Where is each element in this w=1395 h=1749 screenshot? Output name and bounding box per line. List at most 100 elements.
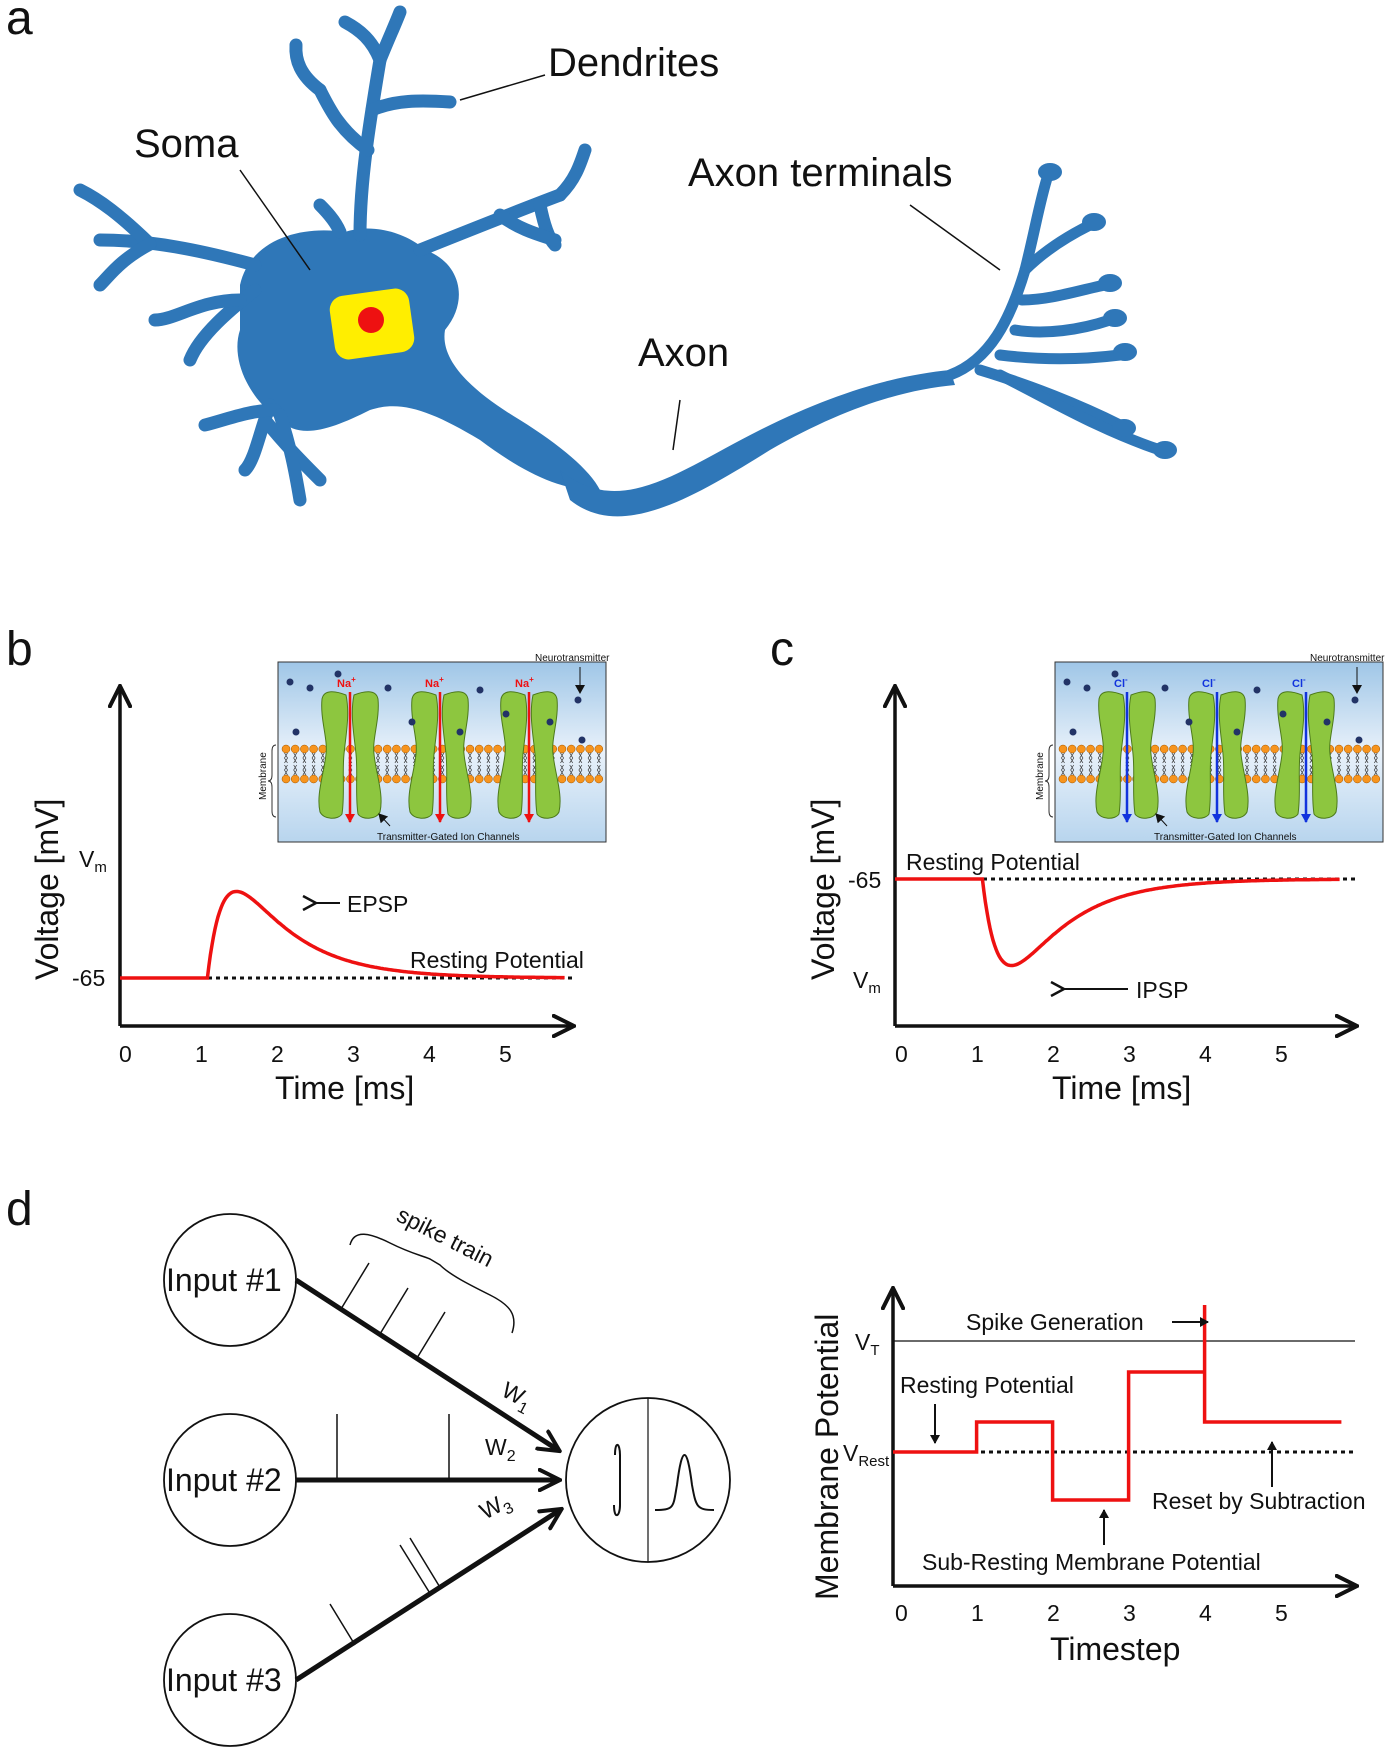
lipid-tail bbox=[1171, 752, 1176, 776]
d-resting-label: Resting Potential bbox=[900, 1372, 1074, 1398]
neurotransmitter-label: Neurotransmitter bbox=[1310, 653, 1385, 664]
neurotransmitter-dots bbox=[286, 670, 586, 744]
lipid-tail bbox=[596, 752, 601, 776]
lipid-head bbox=[566, 744, 576, 754]
spike-train-brace bbox=[349, 1233, 515, 1334]
input-2-label: Input #2 bbox=[166, 1462, 282, 1498]
neurotransmitter-dot bbox=[1233, 728, 1241, 736]
neurotransmitter-dot bbox=[1351, 696, 1359, 704]
spike-marks bbox=[329, 1262, 450, 1646]
axon-terminal-bulbs bbox=[1038, 163, 1177, 459]
lipid-tail bbox=[578, 752, 583, 776]
x-tick-label: 3 bbox=[347, 1041, 360, 1067]
lipid-head bbox=[382, 774, 392, 784]
d-ylabel: Membrane Potential bbox=[809, 1314, 845, 1600]
lipid-tail bbox=[376, 752, 380, 776]
panel-label-d: d bbox=[6, 1183, 33, 1236]
neurotransmitter-dot bbox=[292, 728, 300, 736]
lipid-tail bbox=[1254, 752, 1259, 776]
x-tick-label: 1 bbox=[971, 1600, 984, 1626]
d-sub-resting-label: Sub-Resting Membrane Potential bbox=[922, 1549, 1261, 1575]
lipid-head bbox=[1270, 744, 1279, 754]
c-y-vm: Vm bbox=[853, 967, 881, 997]
neurotransmitter-dot bbox=[1185, 718, 1193, 726]
membrane-label: Membrane bbox=[1035, 752, 1046, 800]
label-dendrites: Dendrites bbox=[548, 41, 719, 85]
lipid-head bbox=[1058, 774, 1068, 784]
neurotransmitter-dot bbox=[286, 678, 294, 686]
neurotransmitter-dot bbox=[1161, 684, 1169, 692]
lipid-tail bbox=[1153, 752, 1157, 776]
neurotransmitter-dot bbox=[1253, 686, 1261, 694]
output-neuron bbox=[565, 1397, 731, 1563]
cl-label-1: Cl- bbox=[1114, 675, 1128, 690]
neurotransmitter-dot bbox=[546, 718, 554, 726]
lipid-head bbox=[401, 744, 410, 754]
lipid-tail bbox=[1245, 752, 1249, 776]
neurotransmitter-dot bbox=[574, 696, 582, 704]
axon-terminal-branches bbox=[944, 169, 1166, 456]
c-xlabel: Time [ms] bbox=[1052, 1070, 1191, 1106]
d-reset-label: Reset by Subtraction bbox=[1152, 1488, 1366, 1514]
neurotransmitter-dot bbox=[334, 670, 342, 678]
lipid-tail bbox=[1162, 752, 1167, 776]
panel-label-a: a bbox=[6, 0, 33, 45]
lipid-head bbox=[309, 744, 318, 754]
lipid-tail bbox=[1355, 752, 1360, 776]
lipid-head bbox=[493, 744, 502, 754]
x-tick-label: 0 bbox=[119, 1041, 132, 1067]
lipid-head bbox=[585, 774, 594, 784]
lipid-head bbox=[1159, 774, 1169, 784]
lipid-head bbox=[1334, 774, 1344, 784]
x-tick-label: 2 bbox=[271, 1041, 284, 1067]
lipid-head bbox=[1159, 744, 1169, 754]
b-xlabel: Time [ms] bbox=[275, 1070, 414, 1106]
neurotransmitter-dot bbox=[306, 684, 314, 692]
c-ipsp-trace bbox=[895, 877, 1340, 968]
lipid-head bbox=[1362, 744, 1371, 754]
lipid-tail bbox=[1337, 752, 1341, 776]
lipid-head bbox=[290, 744, 300, 754]
axon-terminals-leader bbox=[909, 204, 1001, 271]
lipid-head bbox=[1150, 744, 1160, 754]
dendrites-strokes bbox=[73, 5, 592, 507]
c-ipsp-label: IPSP bbox=[1136, 977, 1188, 1003]
ion-channel-1 bbox=[1095, 691, 1159, 819]
neurotransmitter-dot bbox=[384, 684, 392, 692]
connection-3 bbox=[294, 1510, 560, 1683]
lipid-tail bbox=[394, 752, 399, 776]
x-tick-label: 0 bbox=[895, 1600, 908, 1626]
spike-train-label: spike train bbox=[393, 1201, 498, 1272]
membrane-brace bbox=[267, 744, 277, 818]
lipid-head bbox=[1077, 744, 1086, 754]
lipid-head bbox=[557, 744, 567, 754]
x-tick-label: 4 bbox=[1199, 1041, 1212, 1067]
b-ylabel: Voltage [mV] bbox=[29, 799, 65, 980]
lipid-head bbox=[392, 774, 401, 784]
lipid-head bbox=[1251, 744, 1261, 754]
neurotransmitter-dot bbox=[502, 710, 510, 718]
na-ion-labels: Na+ Na+ Na+ bbox=[337, 675, 534, 690]
lipid-head bbox=[1261, 774, 1270, 784]
lipid-head bbox=[585, 744, 594, 754]
lipid-head bbox=[484, 774, 493, 784]
channels-label: Transmitter-Gated Ion Channels bbox=[1154, 832, 1296, 843]
x-tick-label: 0 bbox=[895, 1041, 908, 1067]
input-3-label: Input #3 bbox=[166, 1662, 282, 1698]
lipid-head bbox=[1067, 774, 1077, 784]
label-axon: Axon bbox=[638, 331, 729, 375]
lipid-head bbox=[1178, 774, 1187, 784]
lipid-head bbox=[576, 744, 585, 754]
lipid-head bbox=[1334, 744, 1344, 754]
soma-body bbox=[237, 228, 601, 491]
synapse-connections bbox=[294, 1277, 560, 1683]
lipid-head bbox=[1261, 744, 1270, 754]
panel-d: d Input #1 Input #2 Input #3 bbox=[6, 1183, 1366, 1747]
panel-label-b: b bbox=[6, 623, 33, 676]
nucleolus bbox=[358, 307, 384, 333]
x-tick-label: 1 bbox=[195, 1041, 208, 1067]
lipid-tail bbox=[477, 752, 482, 776]
lipid-head bbox=[1067, 744, 1077, 754]
lipid-head bbox=[1178, 744, 1187, 754]
